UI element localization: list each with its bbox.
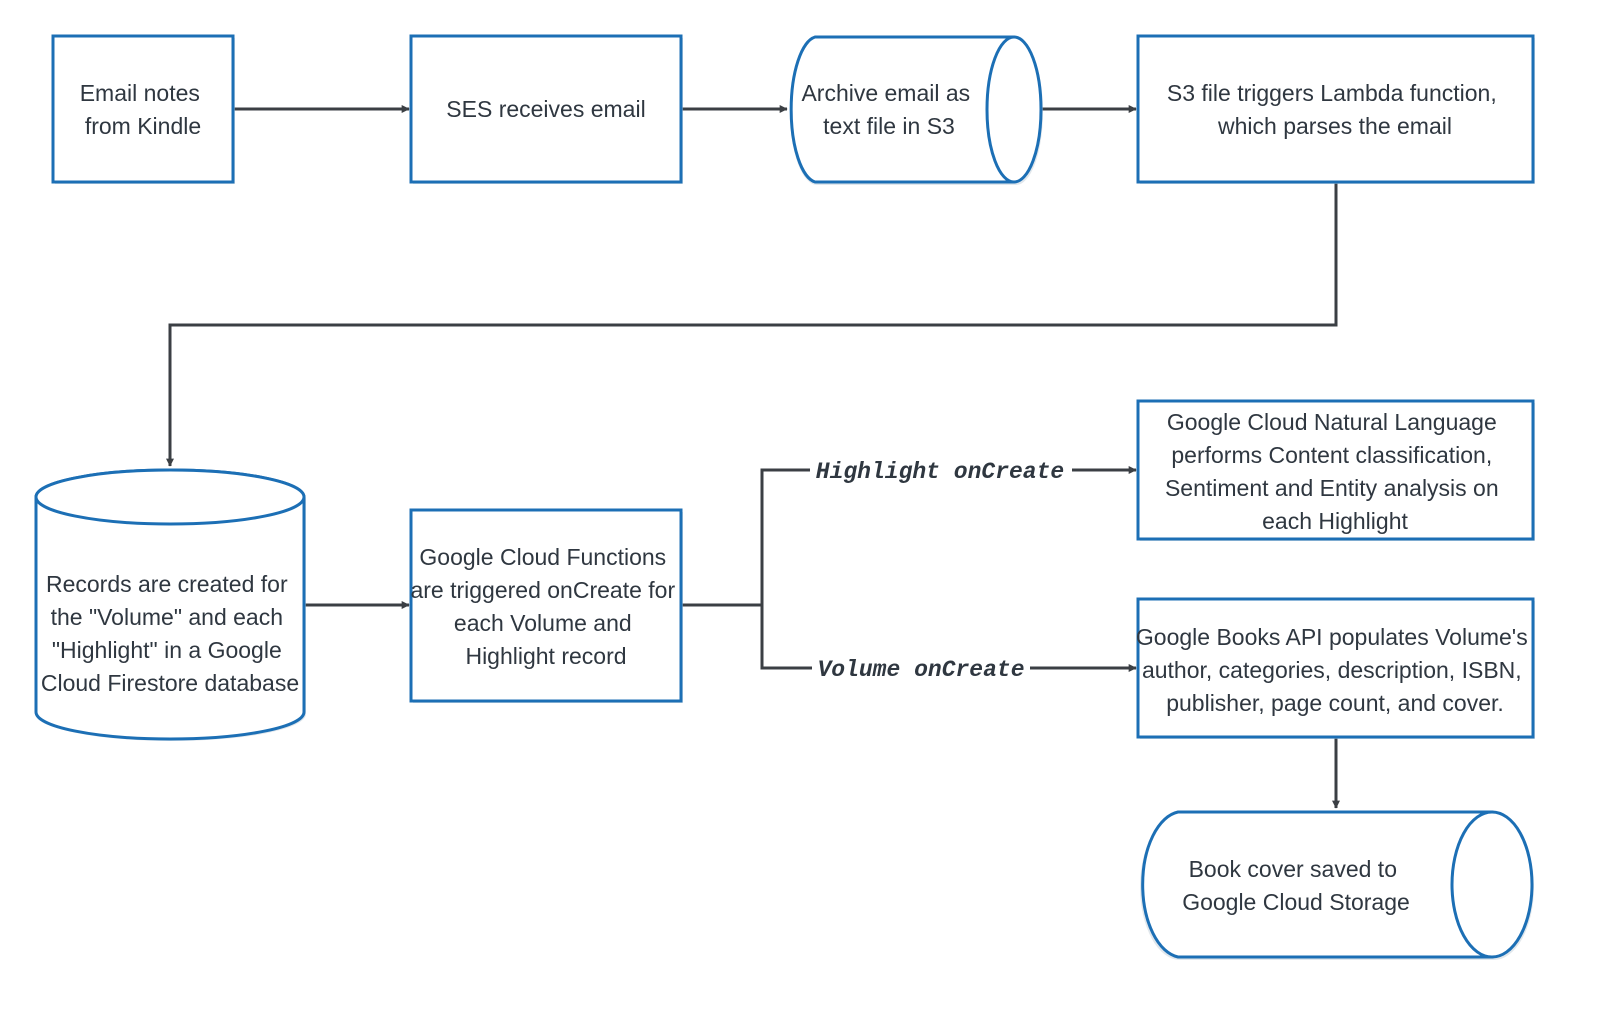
node-lambda-line-2: which parses the email [1217, 113, 1452, 139]
node-cloud-functions: Google Cloud Functions are triggered onC… [409, 508, 683, 703]
node-archive-line-1: Archive email as [801, 80, 970, 106]
node-functions-line-2: are triggered onCreate for [410, 577, 675, 603]
node-firestore-records-cylinder: Records are created for the "Volume" and… [34, 468, 306, 741]
svg-text:Google Cloud Natural Language: Google Cloud Natural Language performs C… [1165, 409, 1505, 534]
edge-label-volume-text: Volume onCreate [817, 657, 1024, 683]
node-cloud-storage-cylinder: Book cover saved to Google Cloud Storage [1140, 810, 1534, 960]
svg-text:S3 file triggers Lambda functi: S3 file triggers Lambda function, which … [1167, 80, 1503, 139]
node-lambda-parse: S3 file triggers Lambda function, which … [1136, 34, 1535, 184]
node-ses-line-1: SES receives email [446, 96, 645, 122]
svg-text:Google Books API populates Vol: Google Books API populates Volume's auth… [1136, 624, 1534, 716]
node-records-line-1: Records are created for [46, 571, 288, 597]
node-natural-language: Google Cloud Natural Language performs C… [1136, 399, 1535, 541]
edge-functions-to-nlp [681, 466, 1137, 607]
node-records-line-2: the "Volume" and each [51, 604, 283, 630]
svg-text:Archive email as text fi: Archive email as text file in S3 [801, 80, 976, 139]
edge-lambda-to-records [166, 182, 1338, 467]
node-storage-line-2: Google Cloud Storage [1182, 889, 1410, 915]
node-email-notes-line-2: from Kindle [85, 113, 201, 139]
node-records-line-4: Cloud Firestore database [41, 670, 299, 696]
node-nlp-line-1: Google Cloud Natural Language [1167, 409, 1497, 435]
node-books-api: Google Books API populates Volume's auth… [1136, 597, 1535, 739]
node-functions-line-3: each Volume and [454, 610, 632, 636]
node-archive-line-2: text file in S3 [823, 113, 955, 139]
svg-text:SES receives email: SES receives email [446, 96, 645, 122]
node-records-line-3: "Highlight" in a Google [52, 637, 282, 663]
edge-label-volume-oncreate: Volume onCreate [812, 652, 1030, 684]
node-archive-s3-cylinder: Archive email as text file in S3 [789, 35, 1043, 185]
node-books-api-line-2: author, categories, description, ISBN, [1142, 657, 1522, 683]
node-functions-line-4: Highlight record [465, 643, 626, 669]
node-email-notes: Email notes from Kindle [51, 34, 235, 184]
node-ses-receives-email: SES receives email [409, 34, 683, 184]
node-nlp-line-4: each Highlight [1262, 508, 1408, 534]
svg-text:Records are created for: Records are created for the "Volume" and… [41, 571, 299, 696]
svg-text:Book cover saved to Goog: Book cover saved to Google Cloud Storage [1182, 856, 1410, 915]
edge-label-highlight-text: Highlight onCreate [816, 459, 1064, 485]
svg-text:Email notes from Kindle: Email notes from Kindle [80, 80, 207, 139]
node-nlp-line-3: Sentiment and Entity analysis on [1165, 475, 1499, 501]
node-books-api-line-1: Google Books API populates Volume's [1136, 624, 1528, 650]
node-storage-line-1: Book cover saved to [1189, 856, 1397, 882]
node-email-notes-line-1: Email notes [80, 80, 200, 106]
svg-text:Google Cloud Functions a: Google Cloud Functions are triggered onC… [410, 544, 681, 669]
node-nlp-line-2: performs Content classification, [1171, 442, 1492, 468]
edge-label-highlight-oncreate: Highlight onCreate [810, 454, 1072, 486]
node-functions-line-1: Google Cloud Functions [419, 544, 666, 570]
node-lambda-line-1: S3 file triggers Lambda function, [1167, 80, 1497, 106]
node-books-api-line-3: publisher, page count, and cover. [1166, 690, 1504, 716]
